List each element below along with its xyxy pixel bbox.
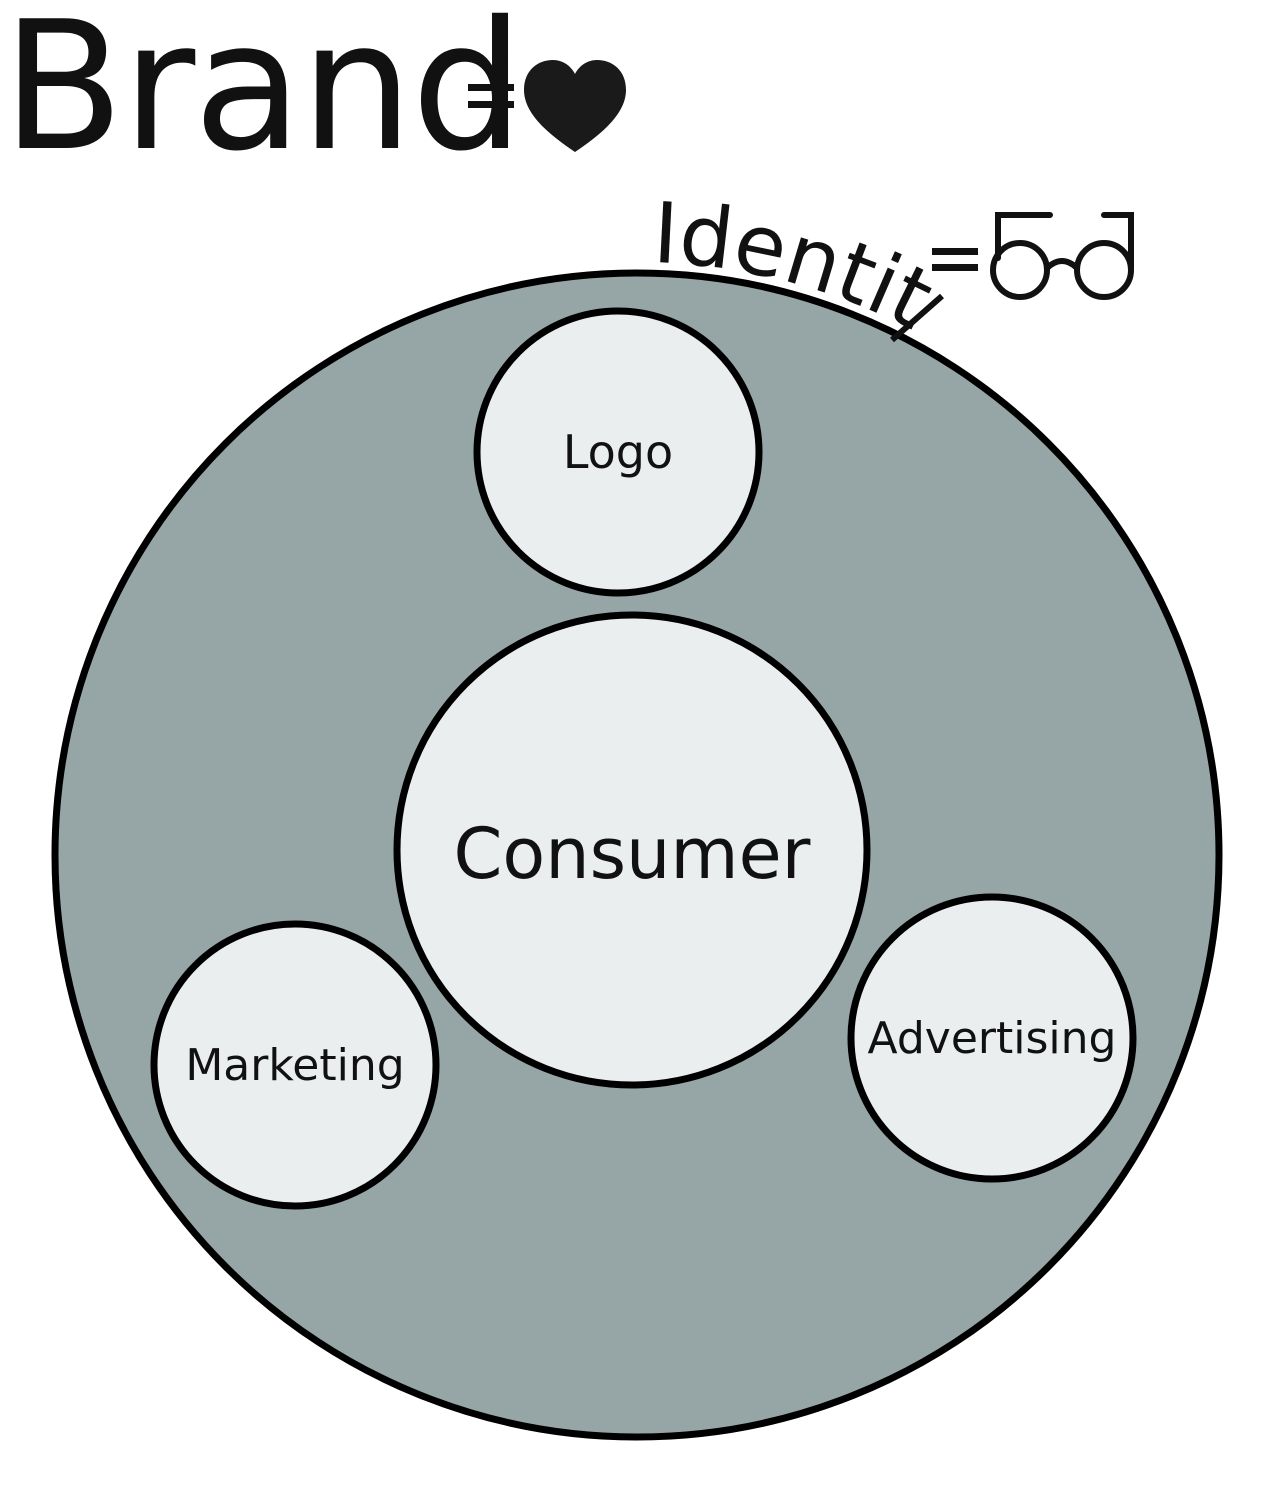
brand-title: Brand <box>2 0 524 190</box>
identity-equals-sign <box>932 248 978 271</box>
marketing-node <box>150 920 440 1210</box>
marketing-label: Marketing <box>185 1040 404 1091</box>
consumer-node <box>393 611 871 1089</box>
logo-label: Logo <box>563 425 673 479</box>
brand-equals-sign <box>468 84 514 108</box>
advertising-node <box>847 893 1137 1183</box>
logo-node <box>473 307 763 597</box>
glasses-icon <box>990 212 1134 300</box>
advertising-label: Advertising <box>868 1013 1117 1064</box>
consumer-label: Consumer <box>454 813 811 895</box>
identity-tick-mark <box>890 293 944 343</box>
heart-icon <box>524 60 626 152</box>
